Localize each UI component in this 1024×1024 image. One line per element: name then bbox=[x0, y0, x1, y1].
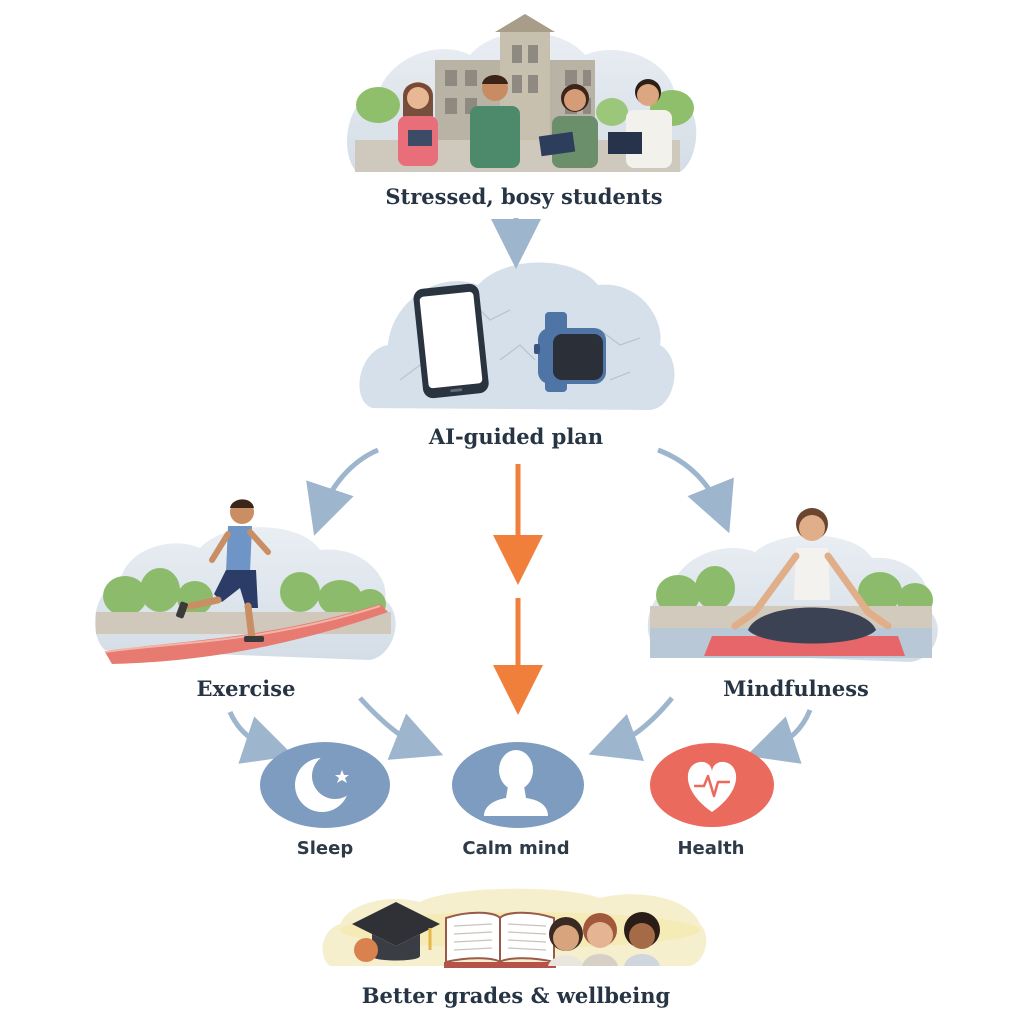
mindfulness-label: Mindfulness bbox=[723, 676, 869, 701]
exercise-label: Exercise bbox=[196, 676, 296, 701]
students-illustration bbox=[347, 14, 697, 172]
ai-plan-label: AI-guided plan bbox=[428, 424, 604, 449]
smiling-students bbox=[548, 912, 660, 966]
sleep-node bbox=[260, 742, 390, 828]
arrow-plan-to-exercise bbox=[306, 447, 380, 536]
smartphone-icon bbox=[413, 283, 489, 399]
students-label: Stressed, bosy students bbox=[385, 184, 663, 209]
mindfulness-illustration bbox=[647, 508, 938, 662]
ai-plan-illustration bbox=[359, 262, 675, 410]
calm-mind-node bbox=[452, 742, 584, 828]
moon-icon bbox=[295, 753, 358, 812]
health-label: Health bbox=[677, 838, 745, 859]
open-book-icon bbox=[444, 911, 556, 968]
exercise-illustration bbox=[94, 499, 396, 664]
calm-mind-label: Calm mind bbox=[462, 838, 570, 859]
arrows bbox=[227, 218, 813, 764]
outcome-illustration bbox=[322, 888, 707, 968]
smartwatch-icon bbox=[534, 312, 606, 392]
outcome-label: Better grades & wellbeing bbox=[361, 983, 671, 1008]
arrow-exercise-to-sleep bbox=[227, 710, 294, 764]
health-node bbox=[650, 743, 774, 827]
head-silhouette-icon bbox=[484, 750, 548, 816]
arrow-mindfulness-to-calm bbox=[588, 696, 674, 761]
arrow-mindfulness-to-health bbox=[746, 709, 813, 764]
arrow-plan-to-mindfulness bbox=[657, 447, 734, 534]
arrow-exercise-to-calm bbox=[358, 696, 444, 760]
sleep-label: Sleep bbox=[296, 838, 354, 859]
heart-pulse-icon bbox=[687, 761, 737, 812]
graduation-cap-icon bbox=[352, 902, 440, 962]
